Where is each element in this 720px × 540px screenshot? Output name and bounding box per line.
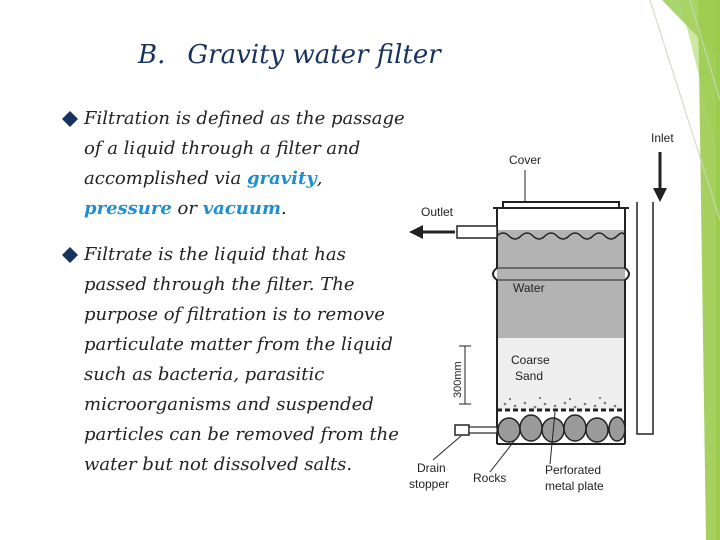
label-stopper: stopper [409, 477, 449, 491]
highlight-vacuum: vacuum [202, 198, 282, 219]
label-perforated: Perforated [545, 463, 601, 477]
diamond-bullet-icon [62, 247, 78, 263]
bullet-text-end: . [281, 198, 287, 219]
tank-left-wall [492, 208, 498, 444]
bullet-text-part: Filtration is defined as the passage of … [84, 108, 405, 189]
slide-title: B. Gravity water filter [138, 40, 441, 70]
title-text: Gravity water filter [187, 40, 441, 70]
leader-lines [432, 170, 556, 473]
outlet-arrowhead [409, 225, 423, 239]
drain-pipe [468, 426, 498, 434]
bullet-item-filtration: Filtration is defined as the passage of … [62, 104, 407, 224]
label-water: Water [513, 281, 545, 295]
cover-handle [502, 201, 620, 208]
label-coarse: Coarse [511, 353, 550, 367]
label-metal-plate: metal plate [545, 479, 604, 493]
tank-right-wall [624, 208, 630, 444]
dimension-marker [459, 345, 471, 405]
bullet-item-filtrate: Filtrate is the liquid that has passed t… [62, 240, 407, 480]
bullet-text: Filtration is defined as the passage of … [84, 104, 407, 224]
diamond-bullet-icon [62, 111, 78, 127]
bullet-text-part: or [171, 198, 203, 219]
outlet-pipe [456, 225, 498, 239]
label-outlet: Outlet [421, 205, 454, 219]
highlight-pressure: pressure [84, 198, 172, 219]
sand-dots [503, 396, 617, 409]
label-inlet: Inlet [651, 131, 674, 145]
water-surface [496, 232, 626, 240]
label-sand: Sand [515, 369, 543, 383]
water-layer [497, 230, 625, 338]
highlight-gravity: gravity [246, 168, 317, 189]
bullet-list: Filtration is defined as the passage of … [62, 104, 407, 496]
label-rocks: Rocks [473, 471, 506, 485]
bullet-text-separator: , [316, 168, 323, 189]
inlet-arrowhead [653, 188, 667, 202]
title-number: B. [138, 40, 166, 70]
inlet-pipe [636, 202, 654, 435]
green-corner-decoration [649, 0, 720, 540]
label-drain: Drain [417, 461, 446, 475]
sand-layer [497, 338, 625, 410]
bullet-text: Filtrate is the liquid that has passed t… [84, 244, 399, 475]
label-cover: Cover [509, 153, 541, 167]
gravity-filter-diagram: Inlet Cover Outlet Water Coarse Sand 300… [405, 122, 680, 502]
label-300mm: 300mm [452, 361, 464, 398]
drain-stopper [454, 424, 470, 436]
